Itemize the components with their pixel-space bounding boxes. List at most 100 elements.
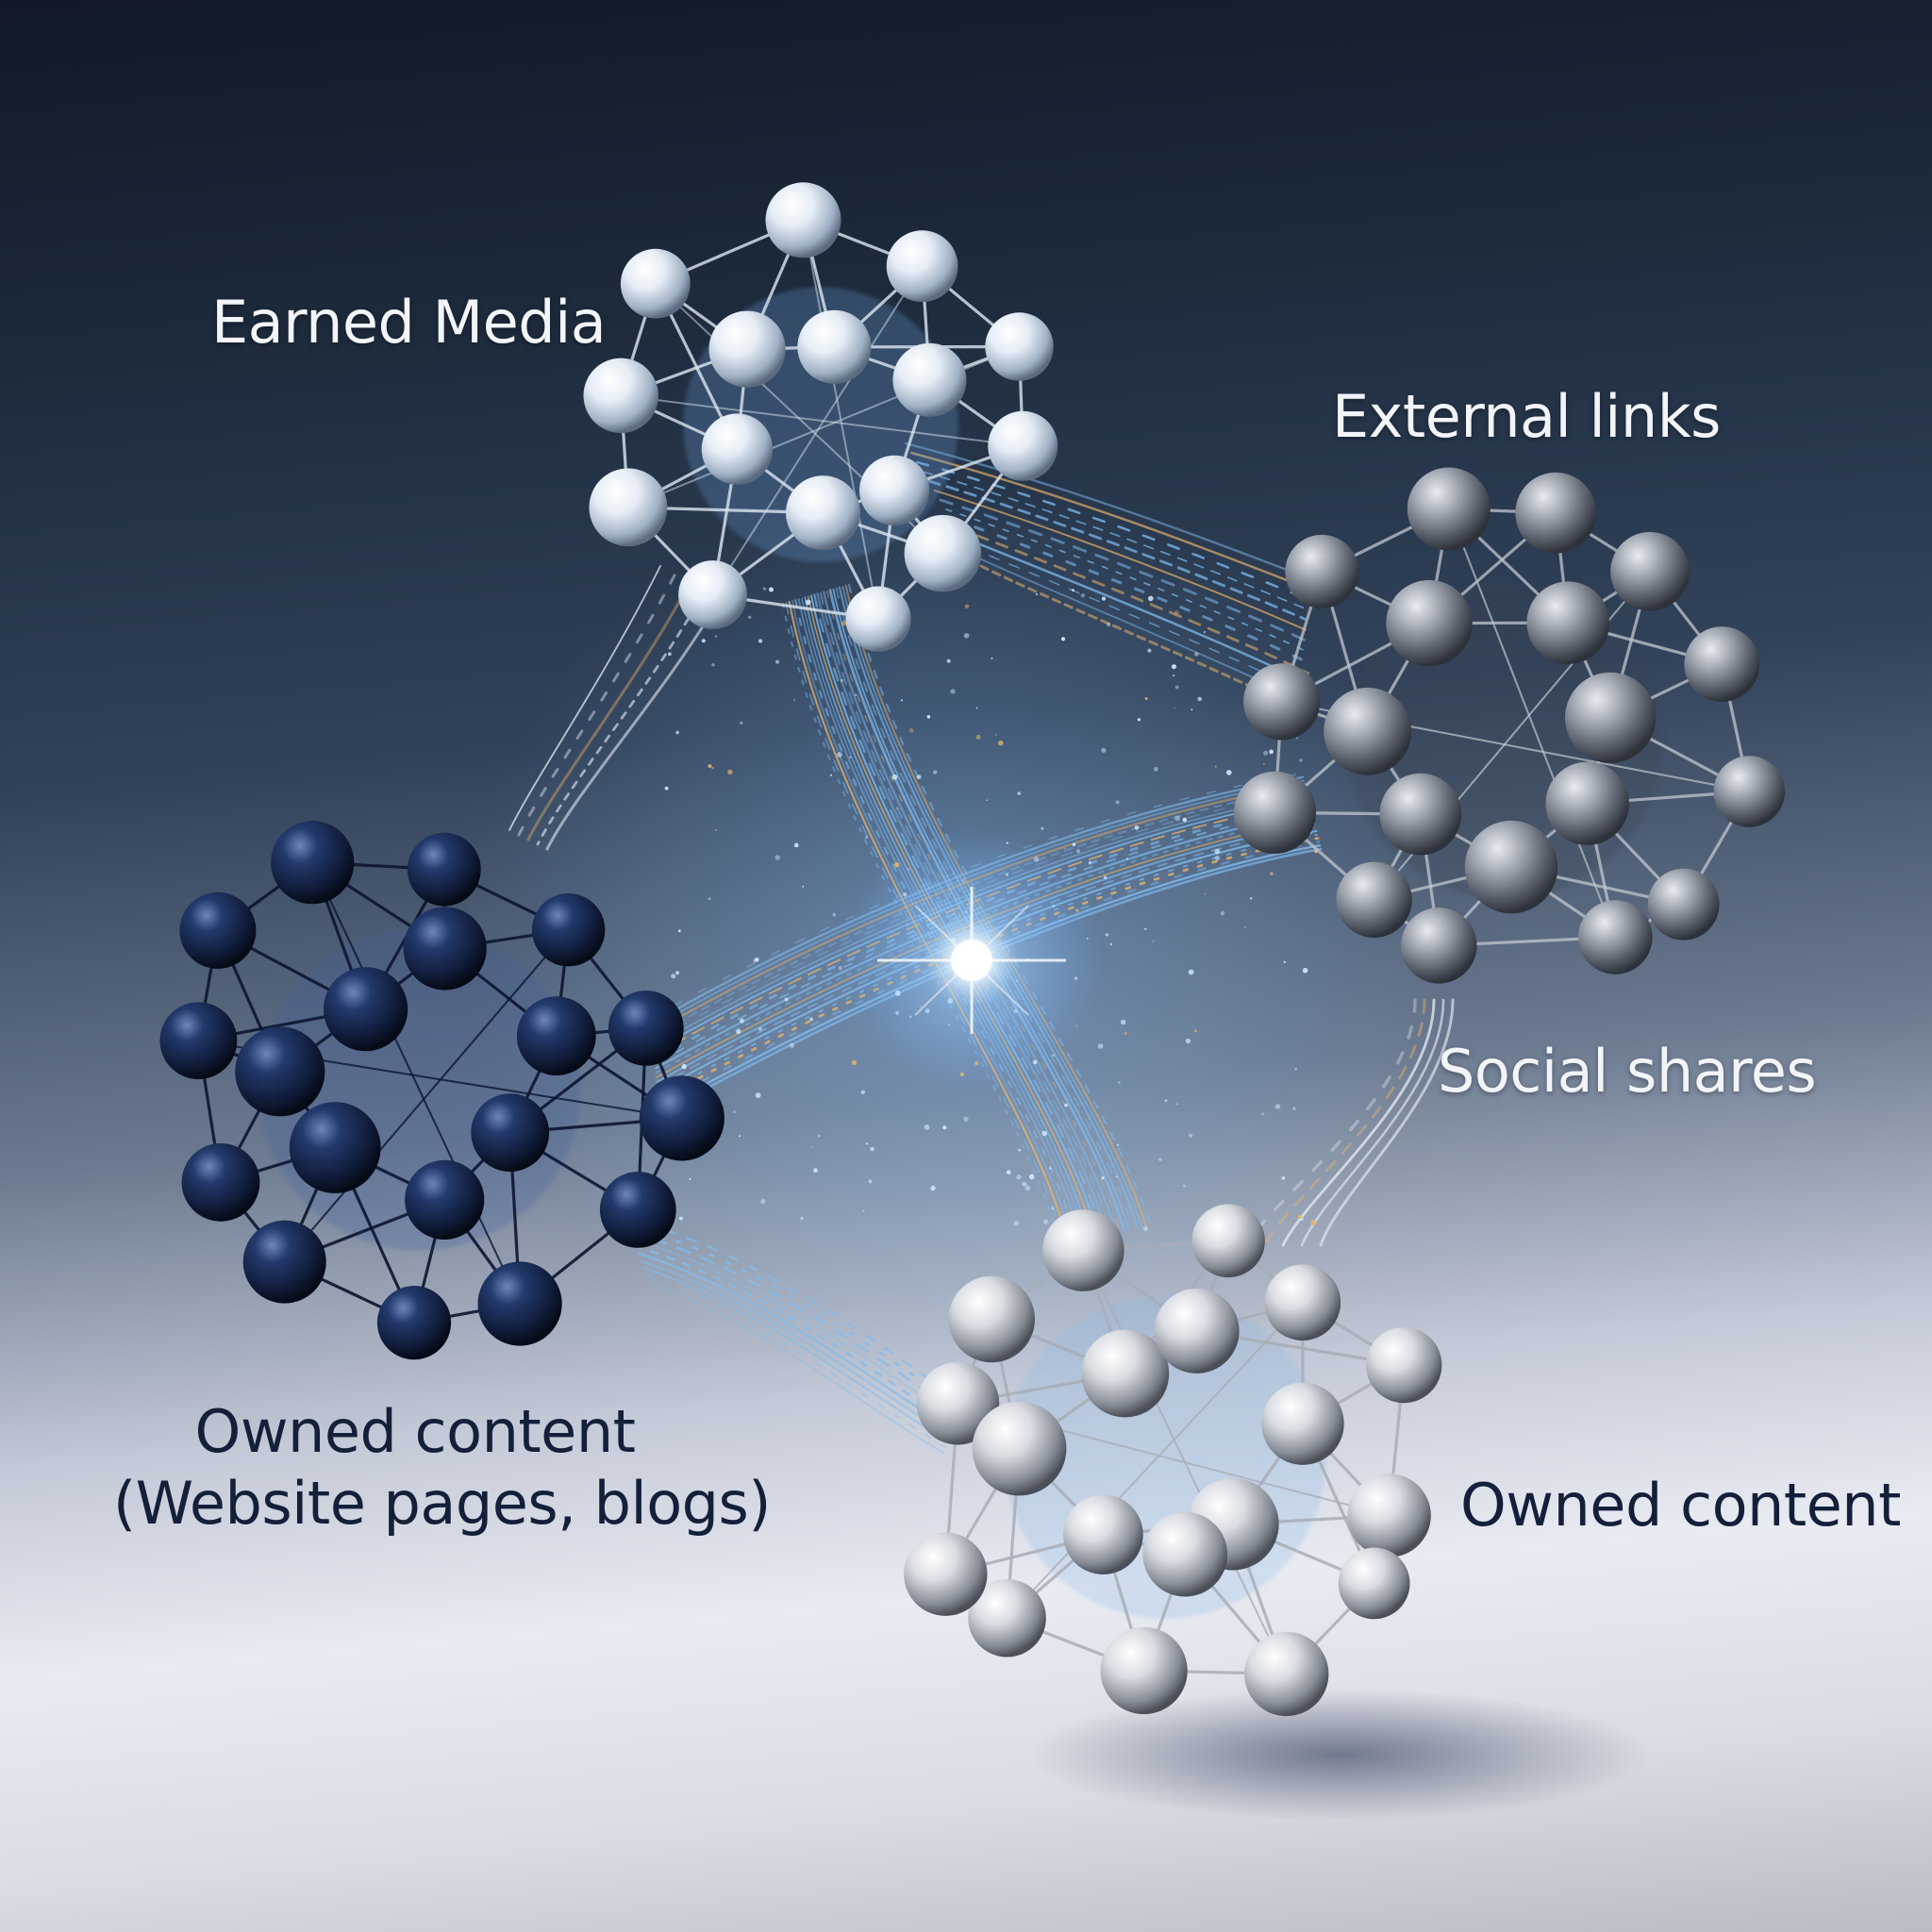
flow-line-left-right — [658, 841, 1321, 1106]
cluster-node — [583, 358, 658, 433]
spark-dot — [1214, 848, 1221, 855]
cluster-node — [516, 996, 596, 1075]
flow-line-right-bottom — [1281, 998, 1436, 1247]
spark-dot — [865, 836, 869, 840]
spark-dot — [1173, 675, 1175, 677]
cluster-node — [1261, 1382, 1344, 1465]
cluster-node — [797, 309, 872, 384]
spark-dot — [1041, 1130, 1047, 1137]
spark-dot — [832, 912, 837, 917]
spark-dot — [1294, 1067, 1297, 1071]
spark-dot — [736, 1029, 741, 1035]
cluster-node — [1243, 663, 1321, 741]
cluster-node — [1233, 771, 1317, 855]
cluster-node — [1338, 1547, 1410, 1620]
spark-dot — [1174, 707, 1175, 709]
spark-dot — [916, 774, 922, 779]
spark-dot — [769, 587, 774, 592]
cluster-edge — [621, 394, 1024, 447]
spark-dot — [1154, 767, 1158, 772]
spark-dot — [800, 1216, 804, 1220]
cluster-node — [1684, 626, 1760, 702]
spark-dot — [708, 897, 711, 900]
spark-dot — [855, 693, 858, 696]
spark-dot — [748, 615, 752, 619]
spark-dot — [1101, 1176, 1105, 1180]
spark-dot — [870, 1146, 874, 1152]
spark-dot — [1060, 637, 1066, 641]
spark-dot — [1147, 648, 1152, 653]
spark-dot — [1204, 892, 1206, 895]
cluster-node — [589, 468, 668, 547]
flow-line-right-bottom — [1300, 998, 1445, 1247]
cluster-node — [916, 1361, 1000, 1445]
cluster-node — [608, 991, 684, 1066]
cluster-node — [1042, 1209, 1124, 1291]
flow-line-top-bottom — [826, 591, 1121, 1230]
cluster-node — [403, 907, 487, 991]
spark-dot — [1125, 858, 1129, 860]
spark-dot — [1297, 1214, 1303, 1220]
spark-dot — [733, 1110, 736, 1113]
spark-dot — [1185, 1038, 1191, 1044]
label-owned-content-website: Owned content (Website pages, blogs) — [113, 1396, 771, 1540]
flow-line-left-bottom — [634, 1244, 950, 1423]
spark-dot — [926, 715, 931, 719]
spark-dot — [789, 1042, 795, 1048]
spark-dot — [1016, 1174, 1022, 1180]
cluster-node — [639, 1075, 724, 1161]
spark-dot — [1292, 1107, 1296, 1110]
central-glow — [840, 828, 1104, 1092]
spark-dot — [1261, 1112, 1265, 1116]
spark-dot — [1296, 737, 1298, 740]
flow-line-top-right — [933, 490, 1307, 631]
cluster-node — [1578, 900, 1653, 974]
flow-line-right-bottom — [1243, 998, 1417, 1247]
label-social-shares: Social shares — [1438, 1037, 1817, 1106]
flow-line-left-right — [652, 791, 1307, 1042]
spark-dot — [1076, 849, 1081, 854]
spark-dot — [1194, 652, 1199, 657]
spark-dot — [1174, 815, 1180, 822]
spark-dot — [714, 635, 718, 638]
spark-dot — [784, 997, 789, 1002]
spark-dot — [1049, 1167, 1052, 1170]
spark-dot — [1064, 1103, 1068, 1108]
spark-dot — [711, 766, 714, 770]
cluster-edge — [311, 861, 522, 1305]
spark-dot — [714, 829, 717, 832]
spark-dot — [755, 1092, 761, 1098]
spark-dot — [1063, 847, 1066, 850]
cluster-node — [289, 1102, 381, 1193]
spark-dot — [739, 1135, 741, 1138]
spark-dot — [758, 639, 763, 643]
label-owned-content: Owned content — [1460, 1471, 1901, 1540]
cluster-node — [271, 821, 355, 905]
spark-dot — [900, 699, 904, 702]
cluster-node — [988, 410, 1058, 481]
label-owned-content-line1: Owned content — [194, 1397, 636, 1466]
spark-dot — [1182, 1184, 1186, 1188]
cluster-node — [765, 182, 841, 258]
spark-dot — [1120, 1019, 1126, 1025]
spark-dot — [837, 752, 842, 758]
cluster-node — [159, 1002, 238, 1079]
flow-line-top-bottom — [781, 602, 1058, 1238]
owned-content-cluster — [904, 1204, 1442, 1717]
spark-dot — [1103, 875, 1108, 879]
external-links-cluster — [1233, 467, 1786, 984]
spark-dot — [681, 1064, 687, 1070]
spark-dot — [1281, 1176, 1286, 1180]
spark-dot — [1007, 1170, 1011, 1174]
flow-line-left-bottom — [640, 1259, 948, 1436]
spark-dot — [762, 587, 767, 591]
cluster-node — [1401, 908, 1477, 984]
flow-line-left-bottom — [643, 1267, 946, 1441]
flow-line-left-bottom — [631, 1238, 951, 1416]
floor-shadow — [1028, 1689, 1651, 1821]
spark-dot — [753, 958, 758, 963]
spark-dot — [942, 1125, 947, 1130]
spark-dot — [1117, 1081, 1121, 1084]
spark-dot — [1124, 1031, 1128, 1036]
